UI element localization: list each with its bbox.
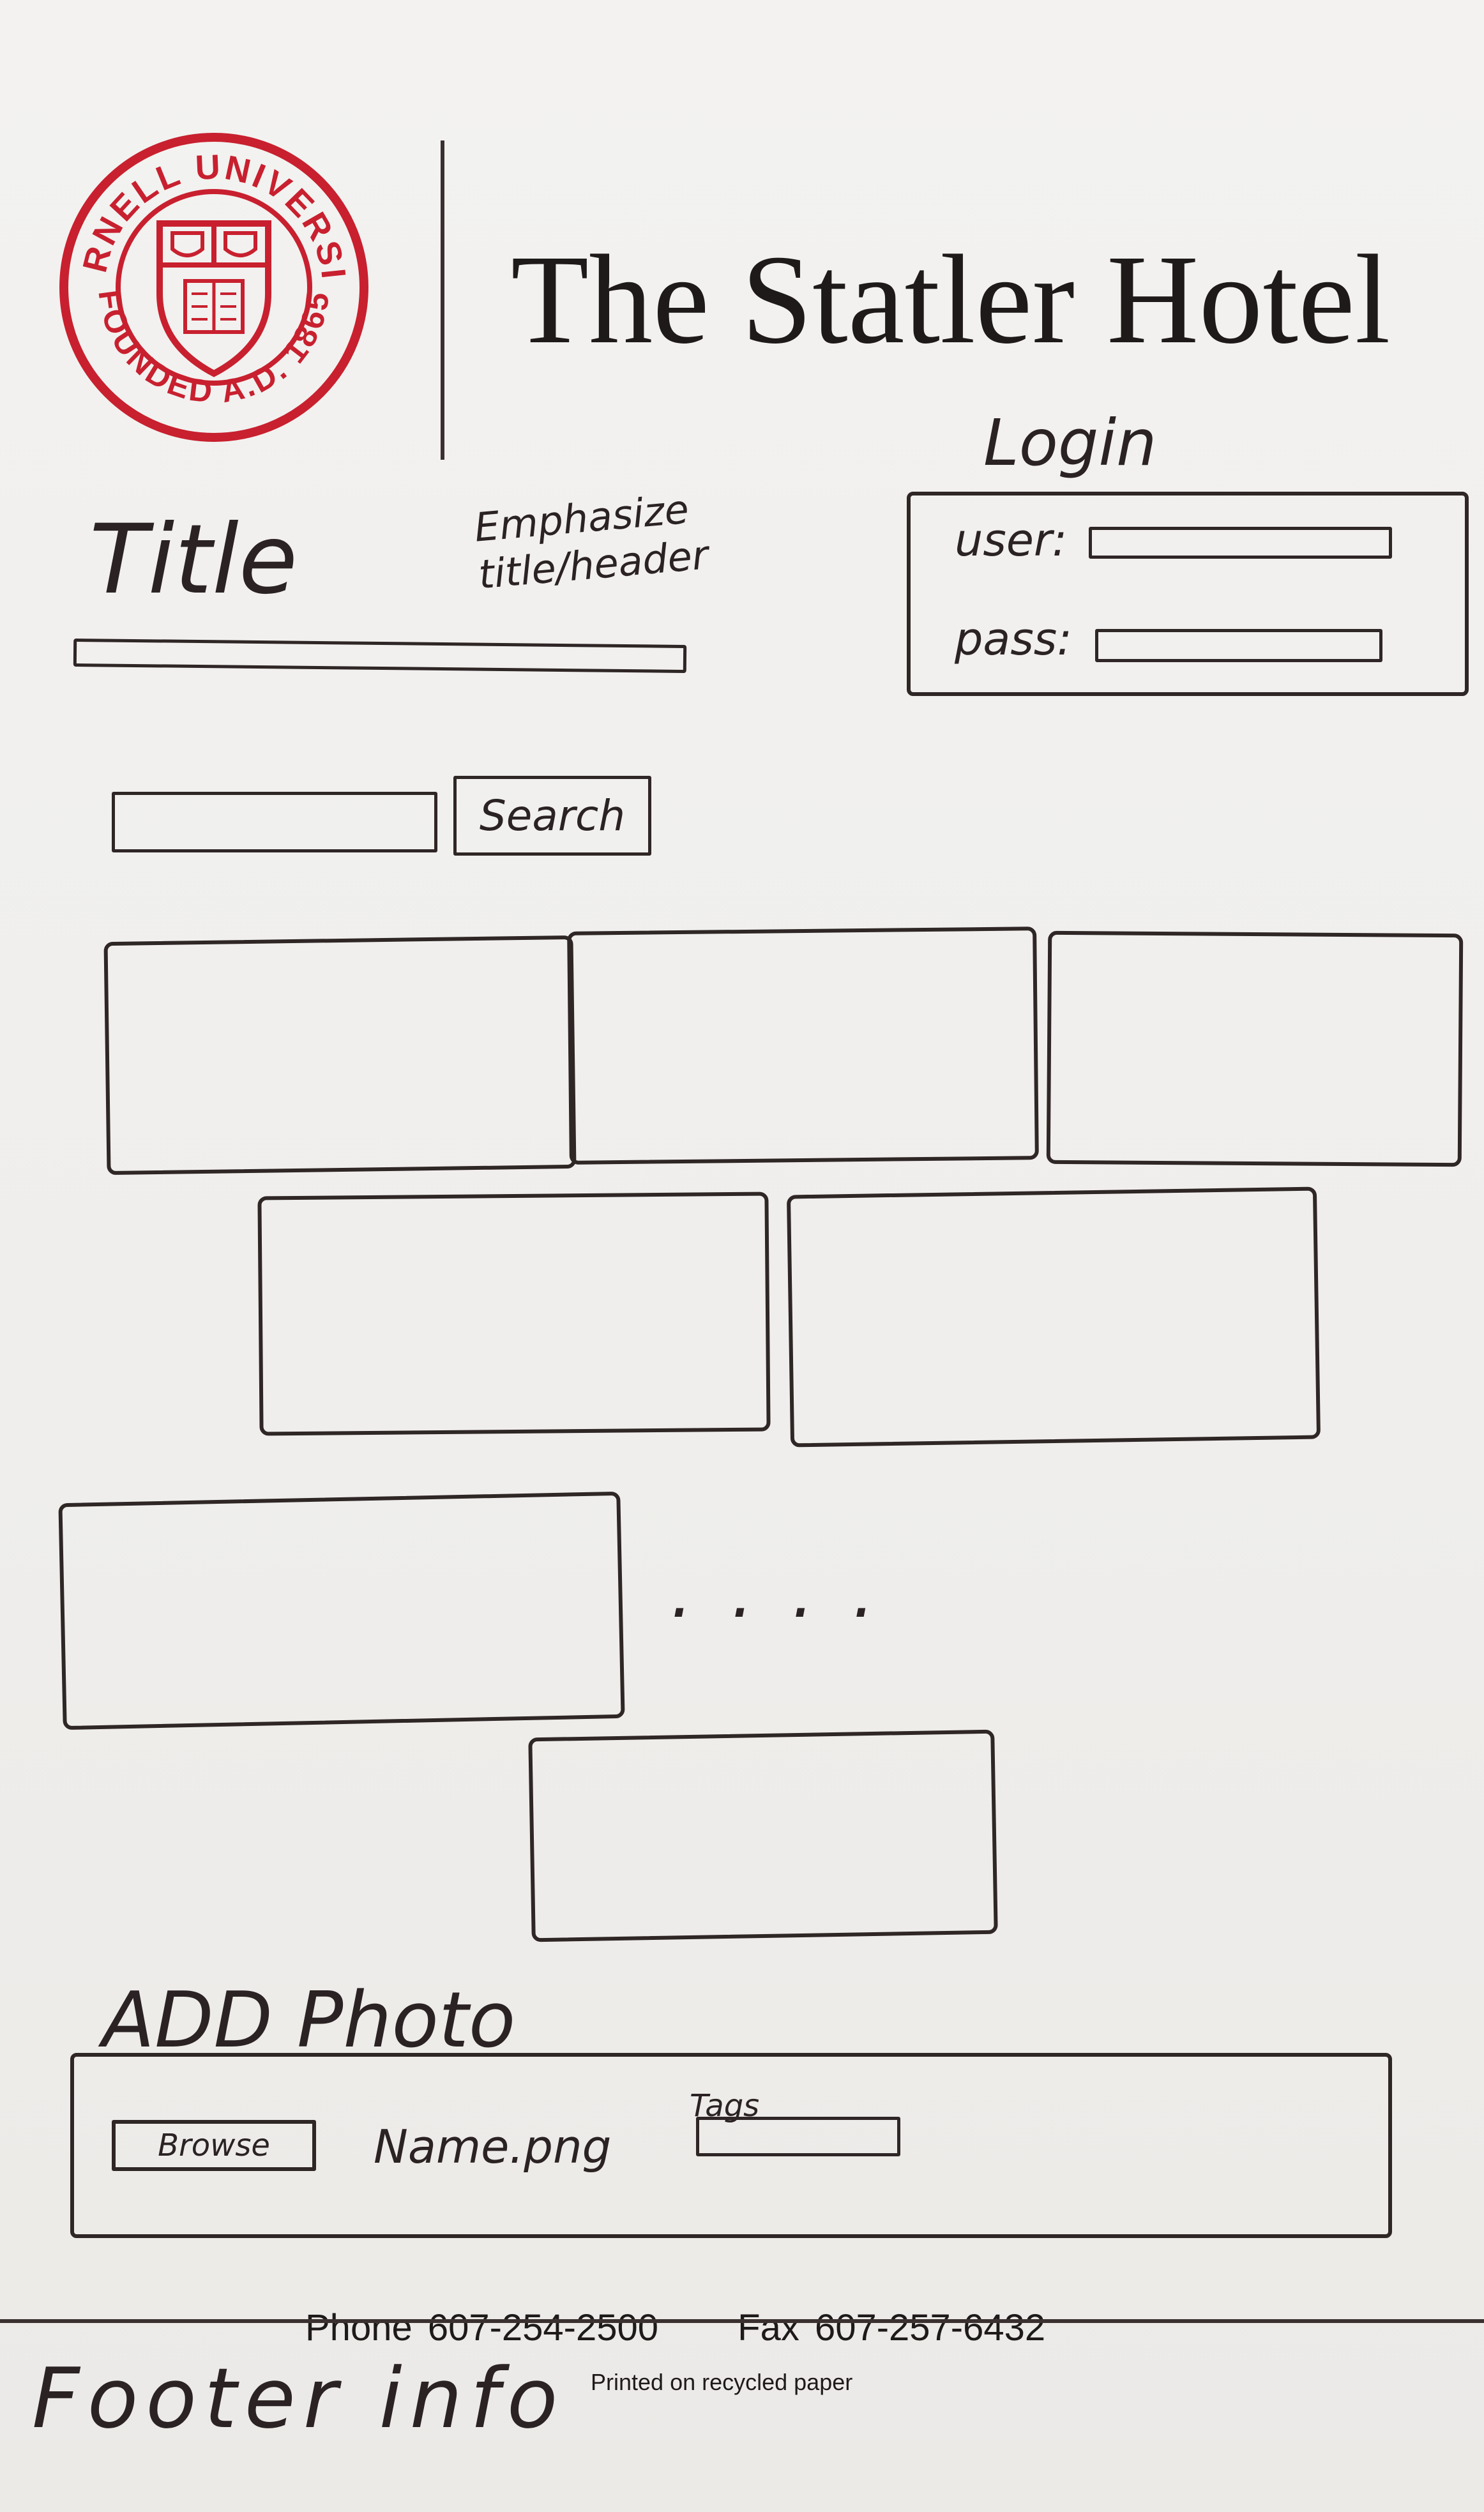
fax-number: Fax 607-257-6432 bbox=[738, 2307, 1046, 2349]
browse-button[interactable]: Browse bbox=[112, 2120, 316, 2171]
design-annotation: Emphasize title/header bbox=[473, 485, 710, 600]
photo-card-4[interactable] bbox=[257, 1192, 771, 1436]
header-divider bbox=[441, 140, 444, 460]
photo-card-6[interactable] bbox=[58, 1491, 625, 1730]
cornell-seal-logo: CORNELL UNIVERSITY FOUNDED A.D. 1865 bbox=[54, 128, 368, 442]
login-heading: Login bbox=[983, 405, 1157, 480]
page-title-placeholder: Title bbox=[89, 504, 298, 616]
username-label: user: bbox=[955, 514, 1068, 566]
search-input[interactable] bbox=[112, 792, 437, 852]
photo-card-1[interactable] bbox=[103, 935, 577, 1176]
recycled-paper-note: Printed on recycled paper bbox=[591, 2369, 853, 2395]
password-label: pass: bbox=[955, 613, 1072, 665]
photo-card-7[interactable] bbox=[528, 1729, 998, 1942]
username-input[interactable] bbox=[1089, 527, 1392, 559]
contact-line: Phone 607-254-2500 Fax 607-257-6432 bbox=[305, 2306, 1109, 2349]
add-photo-heading: ADD Photo bbox=[102, 1976, 516, 2065]
search-button[interactable]: Search bbox=[453, 776, 651, 856]
add-photo-panel bbox=[70, 2053, 1392, 2238]
login-panel bbox=[907, 492, 1469, 696]
hotel-name-heading: The Statler Hotel bbox=[511, 229, 1391, 370]
password-input[interactable] bbox=[1095, 629, 1382, 662]
more-photos-ellipsis: .... bbox=[670, 1552, 913, 1633]
tags-input[interactable] bbox=[696, 2117, 900, 2156]
selected-file-name: Name.png bbox=[374, 2120, 612, 2174]
photo-card-3[interactable] bbox=[1046, 930, 1464, 1167]
footer-info-placeholder: Footer info bbox=[32, 2350, 566, 2447]
photo-card-5[interactable] bbox=[786, 1186, 1321, 1448]
photo-card-2[interactable] bbox=[567, 927, 1039, 1165]
phone-number: Phone 607-254-2500 bbox=[305, 2307, 659, 2349]
footer-rule bbox=[0, 2319, 1484, 2323]
